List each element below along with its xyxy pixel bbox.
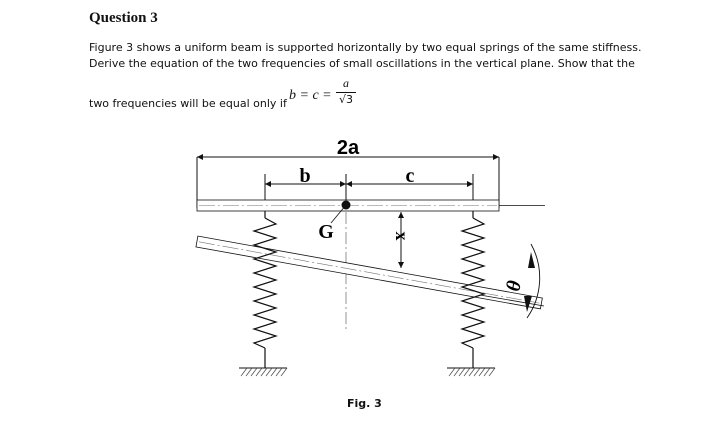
label-c: c: [406, 165, 415, 187]
figure-caption: Fig. 3: [347, 397, 382, 410]
center-of-gravity: G: [318, 200, 351, 243]
label-b: b: [299, 165, 310, 187]
question-text-line-1: Figure 3 shows a uniform beam is support…: [89, 41, 642, 54]
label-theta: θ: [502, 278, 526, 293]
label-G: G: [318, 221, 334, 243]
equation-fraction: a √3: [336, 76, 356, 106]
label-x: x: [392, 232, 412, 241]
beam-tilted: [195, 235, 543, 310]
equation-lhs: b = c =: [289, 88, 332, 103]
left-spring: [252, 211, 278, 368]
right-ground: [447, 367, 496, 377]
question-heading: Question 3: [89, 10, 158, 26]
label-2a: 2a: [337, 137, 360, 159]
fraction-numerator: a: [336, 76, 356, 93]
fraction-denominator: √3: [338, 93, 353, 106]
question-text-line-3: two frequencies will be equal only if: [89, 97, 287, 110]
dimension-2a: 2a: [196, 137, 500, 208]
angle-theta: θ: [479, 205, 545, 319]
dimension-x: x: [392, 212, 412, 268]
left-ground: [239, 367, 288, 377]
question-text-line-2: Derive the equation of the two frequenci…: [89, 57, 635, 70]
right-spring: [460, 211, 486, 368]
